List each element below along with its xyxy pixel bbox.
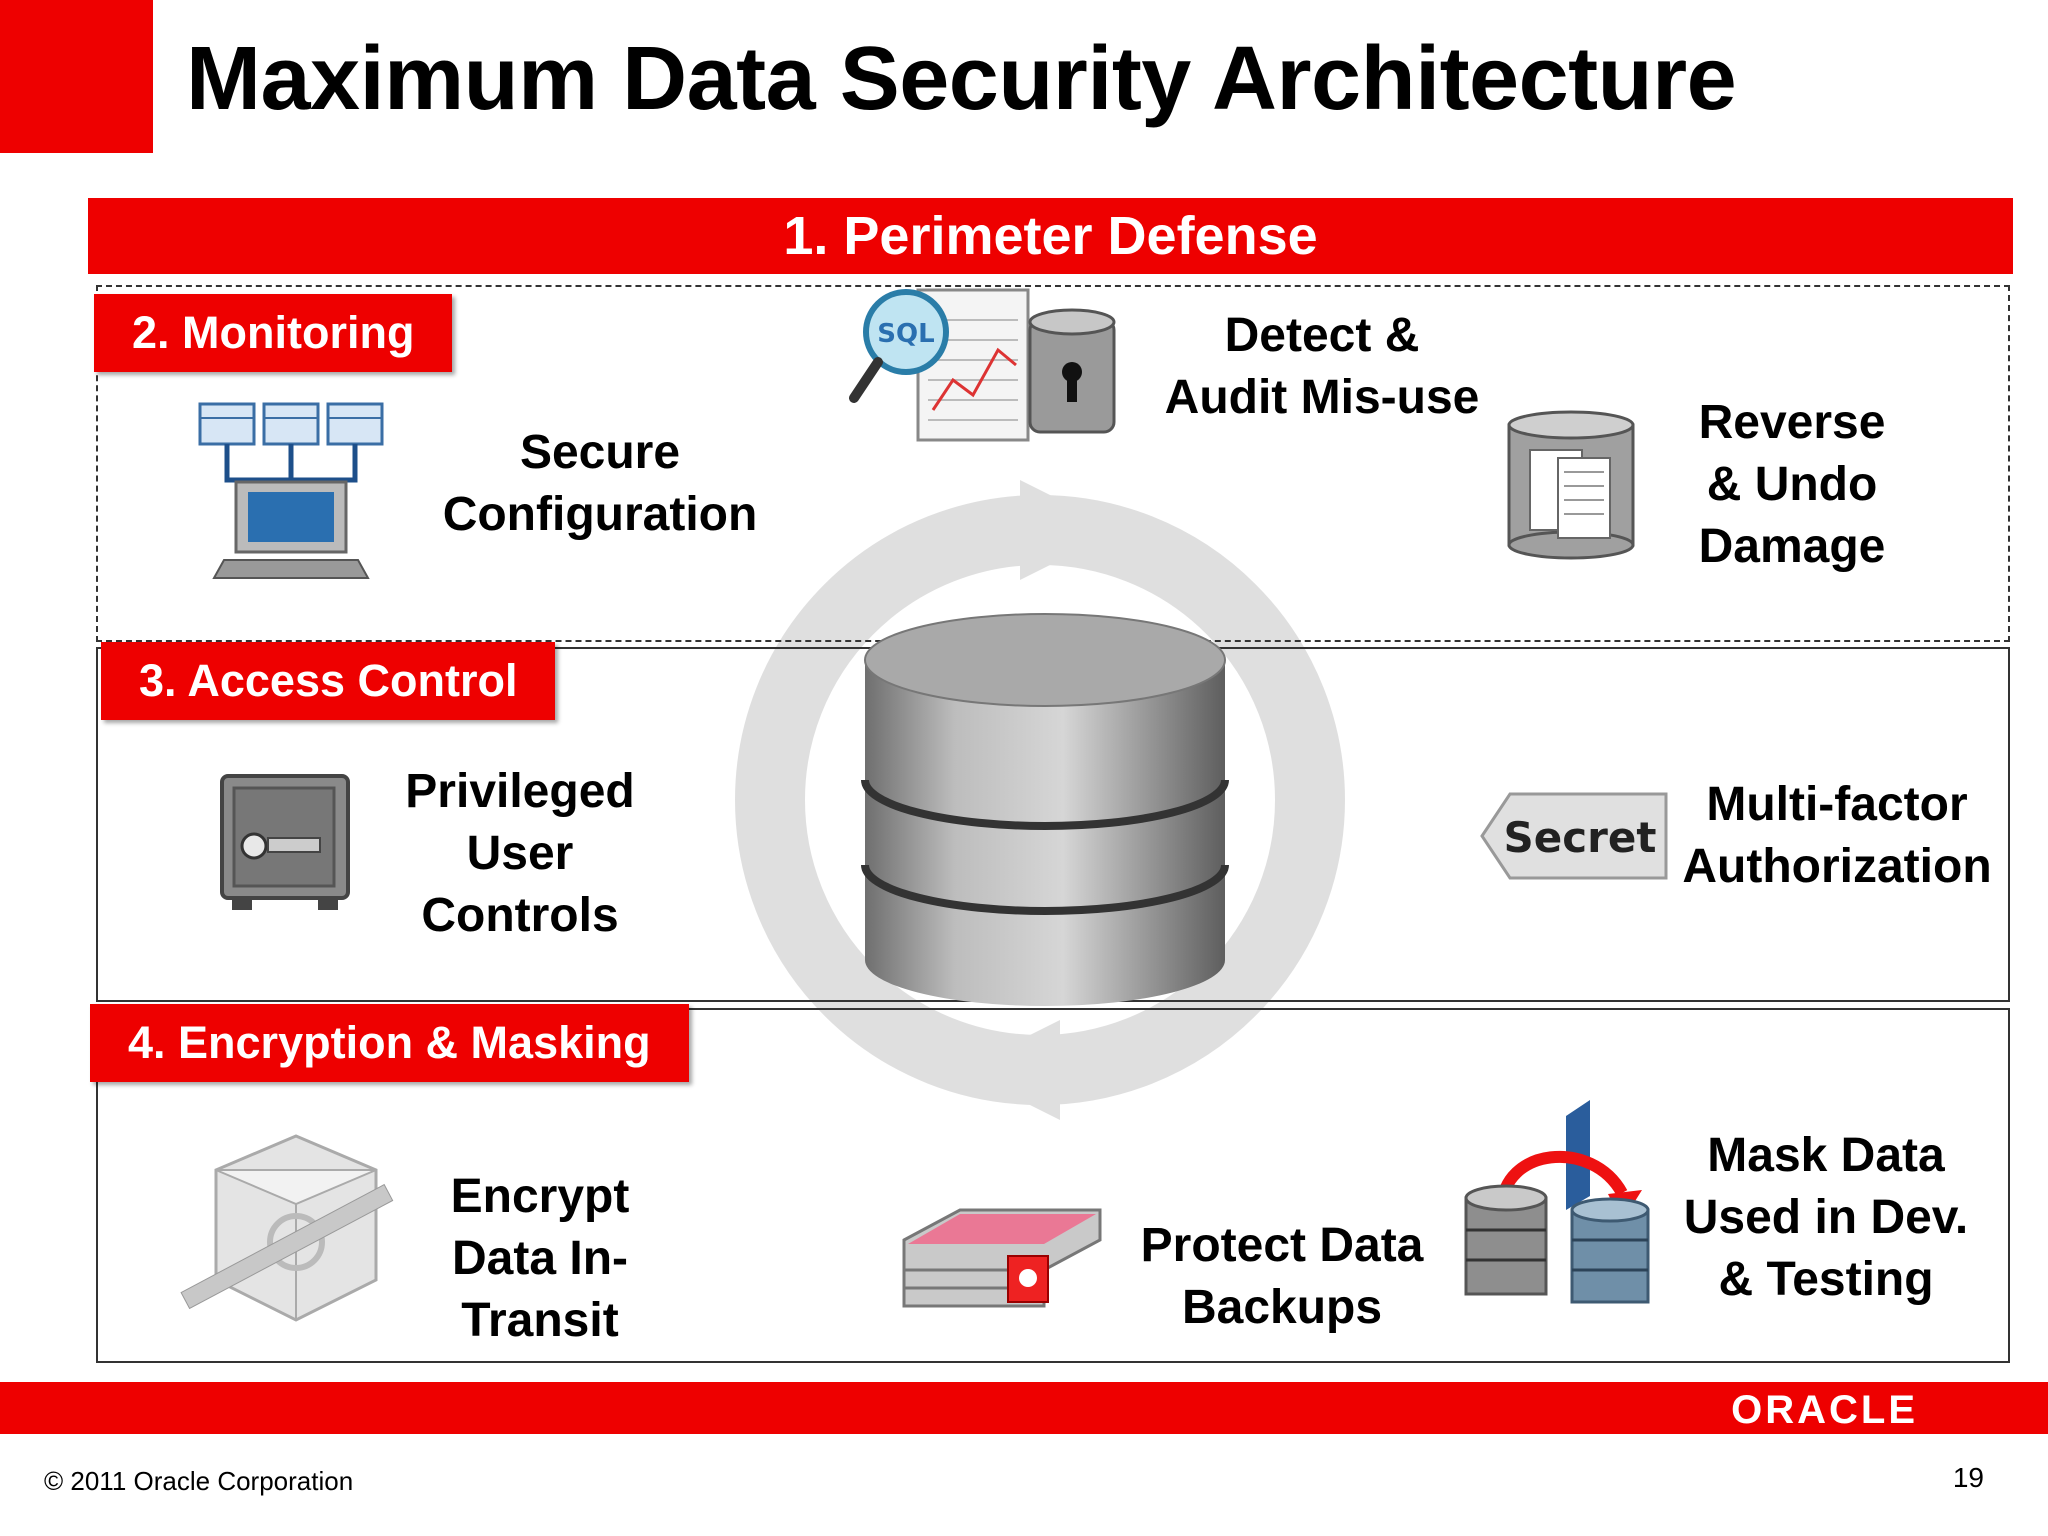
privileged-line-1: Privileged <box>405 765 635 818</box>
corner-accent <box>0 0 153 153</box>
secret-tag-icon: Secret <box>1480 792 1668 880</box>
reverse-undo-line-2: & Undo <box>1706 458 1878 511</box>
encryption-masking-panel <box>96 1008 2010 1363</box>
encryption-cube-icon <box>180 1134 394 1322</box>
access-control-tag: 3. Access Control <box>101 642 556 720</box>
detect-audit-line-1: Detect & <box>1224 309 1420 362</box>
encrypt-line-1: Encrypt <box>450 1170 630 1223</box>
privileged-user-controls-label: Privileged User Controls <box>380 761 660 947</box>
reverse-undo-line-3: Damage <box>1698 520 1886 573</box>
network-computer-icon <box>198 402 384 579</box>
mask-data-line-1: Mask Data <box>1707 1129 1945 1182</box>
encryption-masking-tag: 4. Encryption & Masking <box>90 1004 689 1082</box>
secure-configuration-label: Secure Configuration <box>430 422 770 546</box>
backup-server-icon <box>902 1208 1102 1308</box>
detect-audit-line-2: Audit Mis-use <box>1164 371 1480 424</box>
secure-configuration-line-1: Secure <box>519 426 681 479</box>
mask-data-line-3: & Testing <box>1718 1253 1934 1306</box>
safe-icon <box>220 774 350 910</box>
central-database-icon <box>861 613 1229 1006</box>
oracle-logo: ORACLE <box>1731 1388 1918 1432</box>
reverse-undo-line-1: Reverse <box>1698 396 1886 449</box>
copyright-text: © 2011 Oracle Corporation <box>44 1466 354 1496</box>
sql-audit-icon: SQL <box>849 288 1116 442</box>
perimeter-defense-banner: 1. Perimeter Defense <box>88 198 2013 274</box>
secret-text: Secret <box>1504 813 1657 862</box>
page-number: 19 <box>1952 1462 1984 1493</box>
data-masking-icon <box>1464 1100 1650 1304</box>
privileged-line-2: User <box>466 827 574 880</box>
document-database-icon <box>1507 410 1635 560</box>
protect-backups-line-2: Backups <box>1181 1281 1383 1334</box>
footer-bar <box>0 1382 2048 1434</box>
privileged-line-3: Controls <box>421 889 619 942</box>
reverse-undo-label: Reverse & Undo Damage <box>1652 392 1932 578</box>
protect-backups-line-1: Protect Data <box>1140 1219 1424 1272</box>
secure-configuration-line-2: Configuration <box>442 488 758 541</box>
multi-factor-authorization-label: Multi-factor Authorization <box>1672 774 2002 898</box>
detect-audit-label: Detect & Audit Mis-use <box>1152 305 1492 429</box>
protect-data-backups-label: Protect Data Backups <box>1122 1215 1442 1339</box>
mask-data-label: Mask Data Used in Dev. & Testing <box>1656 1125 1996 1311</box>
mask-data-line-2: Used in Dev. <box>1683 1191 1969 1244</box>
encrypt-line-3: Transit <box>461 1294 619 1347</box>
multifactor-line-2: Authorization <box>1682 840 1992 893</box>
sql-text: SQL <box>877 319 934 349</box>
background-swirl-graphic <box>735 480 1345 1120</box>
encrypt-line-2: Data In- <box>451 1232 628 1285</box>
slide-title: Maximum Data Security Architecture <box>186 29 1737 129</box>
multifactor-line-1: Multi-factor <box>1706 778 1968 831</box>
encrypt-data-in-transit-label: Encrypt Data In- Transit <box>400 1166 680 1352</box>
monitoring-tag: 2. Monitoring <box>94 294 453 372</box>
